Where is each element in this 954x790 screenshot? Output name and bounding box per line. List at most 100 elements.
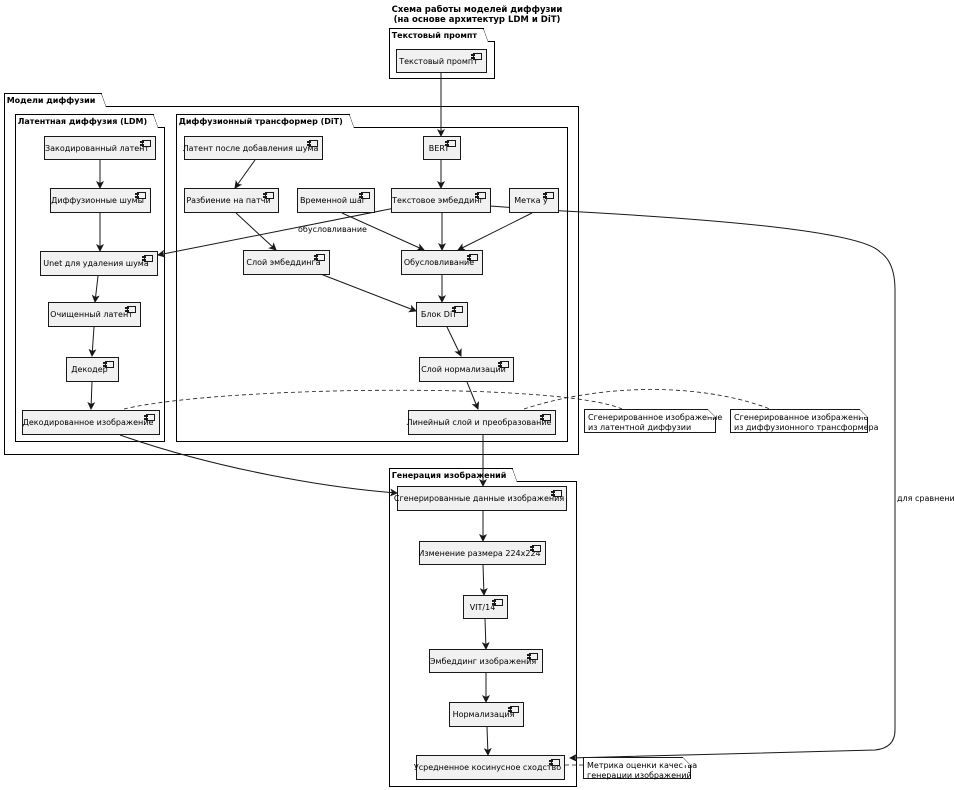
- component-icon: [263, 192, 274, 199]
- node-embedding-layer-label: Слой эмбеддинга: [246, 258, 321, 267]
- edge-gen-resize-vit: [479, 564, 488, 596]
- package-gen-label: Генерация изображений: [388, 467, 518, 482]
- edge-gen-norm-cos: [483, 726, 492, 756]
- node-patchify: Разбиение на патчи: [184, 188, 279, 213]
- component-icon: [125, 306, 136, 313]
- node-conditioning: Обусловливание: [401, 250, 483, 275]
- component-icon: [142, 255, 153, 262]
- component-icon: [467, 254, 478, 261]
- node-cosine-similarity: Усредненное косинусное сходство: [413, 755, 565, 780]
- node-diffusion-noise-label: Диффузионные шумы: [51, 196, 144, 205]
- component-icon: [475, 192, 486, 199]
- node-norm-layer: Слой нормализации: [419, 357, 514, 382]
- node-dit-block: Блок DiT: [416, 302, 468, 327]
- node-label-y-label: Метка y: [514, 196, 548, 205]
- node-timestep: Временной шаг: [297, 188, 375, 213]
- edge-dit-block-norm: [446, 326, 462, 357]
- package-prompt: Текстовый промпт: [388, 27, 495, 79]
- node-embedding-layer: Слой эмбеддинга: [243, 250, 330, 275]
- component-icon: [135, 192, 146, 199]
- note-dit-image: Сгенерированное изображение из диффузион…: [730, 409, 879, 433]
- component-icon: [445, 140, 456, 147]
- component-icon: [492, 599, 503, 606]
- node-generated-data: Сгенерированные данные изображения: [393, 486, 567, 511]
- node-encoded-latent-label: Закодированный латент: [44, 143, 150, 153]
- edge-dit-embed-block: [317, 272, 417, 313]
- component-icon: [144, 414, 155, 421]
- component-icon: [471, 53, 482, 60]
- package-ldm: Латентная диффузия (LDM): [14, 113, 165, 442]
- node-text-prompt-label: Текстовый промпт: [399, 56, 478, 66]
- edge-ldm-decoded-gendata: [119, 434, 398, 497]
- note-fold-corner: [860, 409, 868, 417]
- node-generated-data-label: Сгенерированные данные изображения: [393, 494, 565, 503]
- node-normalization-label: Нормализация: [452, 710, 515, 719]
- component-icon: [530, 545, 541, 552]
- node-diffusion-noise: Диффузионные шумы: [50, 188, 151, 213]
- node-linear-layer: Линейный слой и преобразование: [406, 410, 556, 435]
- node-clean-latent: Очищенный латент: [48, 302, 141, 327]
- node-vit-label: VIT/14: [469, 602, 496, 612]
- note-link-dit: [523, 389, 771, 410]
- edge-dit-norm-linear: [466, 381, 480, 410]
- node-patchify-label: Разбиение на патчи: [186, 196, 271, 205]
- package-models-label: Модели диффузии: [3, 92, 106, 107]
- node-vit: VIT/14: [463, 595, 508, 619]
- node-clean-latent-label: Очищенный латент: [50, 310, 133, 319]
- node-resize-label: Изменение размера 224x224: [418, 548, 541, 558]
- node-unet-label: Unet для удаления шума: [43, 259, 149, 268]
- node-timestep-label: Временной шаг: [300, 196, 366, 205]
- node-dit-block-label: Блок DiT: [420, 310, 458, 319]
- node-decoded-image: Декодированное изображение: [22, 410, 160, 435]
- node-bert: BERT: [423, 136, 461, 160]
- node-bert-label: BERT: [428, 143, 450, 153]
- package-ldm-label: Латентная диффузия (LDM): [14, 113, 159, 128]
- component-icon: [452, 306, 463, 313]
- diagram-title-line1: Схема работы моделей диффузии: [391, 5, 563, 15]
- edge-textemb-cos-comparison: [489, 205, 896, 762]
- edge-ldm-unet-clean: [91, 275, 100, 303]
- node-image-embedding: Эмбеддинг изображения: [429, 649, 543, 673]
- edge-dit-textemb-unet: [157, 206, 401, 258]
- note-fold-corner: [683, 757, 691, 765]
- node-normalization: Нормализация: [449, 702, 524, 727]
- node-encoded-latent: Закодированный латент: [44, 136, 156, 160]
- package-dit-label: Диффузионный трансформер (DiT): [175, 113, 354, 128]
- component-icon: [103, 361, 114, 368]
- component-icon: [307, 140, 318, 147]
- node-linear-layer-label: Линейный слой и преобразование: [406, 418, 552, 427]
- node-text-prompt: Текстовый промпт: [396, 49, 487, 73]
- component-icon: [140, 140, 151, 147]
- package-models: Модели диффузии: [3, 92, 579, 455]
- node-resize: Изменение размера 224x224: [418, 541, 546, 565]
- edge-label-comparison: для сравнения: [897, 494, 954, 503]
- node-decoded-image-label: Декодированное изображение: [22, 418, 154, 427]
- node-label-y: Метка y: [509, 188, 559, 213]
- edge-dit-label-cond: [457, 212, 533, 251]
- node-conditioning-label: Обусловливание: [403, 258, 475, 267]
- node-text-embedding: Текстовое эмбеддинг: [391, 188, 491, 213]
- component-icon: [359, 192, 370, 199]
- note-ldm-image: Сгенерированное изображение из латентной…: [584, 409, 722, 433]
- edge-dit-time-cond: [341, 212, 425, 251]
- note-fold-corner: [708, 409, 716, 417]
- component-icon: [314, 254, 325, 261]
- node-image-embedding-label: Эмбеддинг изображения: [429, 656, 537, 666]
- node-cosine-similarity-label: Усредненное косинусное сходство: [413, 763, 562, 772]
- component-icon: [508, 706, 519, 713]
- edge-dit-noisy-patch: [234, 159, 256, 189]
- node-decoder-label: Декодер: [71, 365, 108, 374]
- note-metric: Метрика оценки качества генерации изобра…: [583, 757, 697, 780]
- edge-ldm-clean-decoder: [88, 326, 97, 357]
- note-link-ldm: [123, 389, 623, 410]
- diagram-title-line2: (на основе архитектур LDM и DiT): [393, 15, 561, 25]
- node-noisy-latent-label: Латент после добавления шума: [182, 143, 319, 153]
- node-noisy-latent: Латент после добавления шума: [182, 136, 323, 160]
- component-icon: [498, 361, 509, 368]
- node-text-embedding-label: Текстовое эмбеддинг: [392, 196, 484, 205]
- package-prompt-label: Текстовый промпт: [388, 27, 489, 42]
- component-icon: [527, 653, 538, 660]
- edge-label-conditioning: обусловливание: [298, 225, 367, 234]
- node-unet: Unet для удаления шума: [40, 251, 158, 276]
